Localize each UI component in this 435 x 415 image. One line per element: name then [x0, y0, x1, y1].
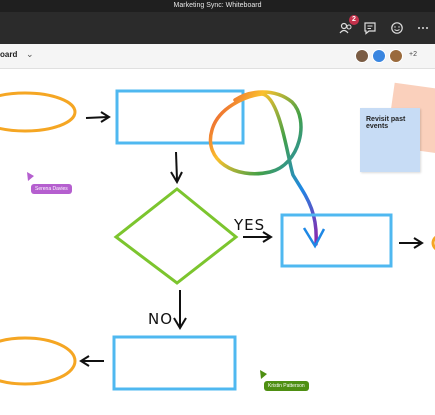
arrow-right: [85, 111, 111, 123]
chat-icon: [364, 22, 376, 35]
chat-button[interactable]: [360, 18, 380, 38]
window-title: Marketing Sync: Whiteboard: [0, 0, 435, 12]
rainbow-arrowhead: [302, 227, 326, 249]
smiley-icon: [391, 22, 403, 34]
start-ellipse[interactable]: [0, 91, 77, 133]
bottom-ellipse[interactable]: [0, 336, 77, 386]
cursor-pointer-icon: [27, 172, 34, 181]
arrow-down: [170, 151, 183, 185]
arrow-left: [79, 355, 104, 367]
chevron-down-icon[interactable]: ⌄: [26, 49, 34, 59]
yes-label: YES: [234, 216, 266, 234]
no-label: NO: [148, 310, 174, 328]
rainbow-loop-stroke[interactable]: [208, 90, 318, 246]
board-title[interactable]: oard: [0, 50, 18, 59]
more-options-button[interactable]: [413, 18, 433, 38]
end-ellipse-partial[interactable]: [431, 234, 435, 252]
cursor-pointer-icon: [260, 370, 267, 379]
participant-overflow-count[interactable]: +2: [409, 51, 417, 58]
board-header: oard ⌄ +2: [0, 44, 435, 69]
people-icon: [339, 22, 352, 34]
whiteboard-canvas[interactable]: [0, 68, 435, 415]
avatar[interactable]: [372, 49, 386, 63]
ellipsis-icon: [418, 27, 428, 29]
process-box-right[interactable]: [280, 213, 393, 268]
sticky-note[interactable]: Revisit past events: [360, 108, 420, 172]
avatar[interactable]: [389, 49, 403, 63]
reactions-button[interactable]: [387, 18, 407, 38]
arrow-right-edge: [399, 237, 424, 249]
process-box-bottom[interactable]: [112, 335, 237, 391]
participants-button[interactable]: 2: [336, 15, 359, 38]
collaborator-cursor-label: Kristin Patterson: [264, 381, 309, 391]
avatar[interactable]: [355, 49, 369, 63]
process-box-top[interactable]: [115, 89, 245, 145]
meeting-toolbar: 2: [0, 12, 435, 44]
arrow-no: [173, 290, 187, 330]
collaborator-cursor-label: Serena Davies: [31, 184, 72, 194]
decision-diamond[interactable]: [113, 187, 239, 285]
notification-badge: 2: [349, 15, 359, 25]
arrow-yes: [243, 231, 273, 243]
